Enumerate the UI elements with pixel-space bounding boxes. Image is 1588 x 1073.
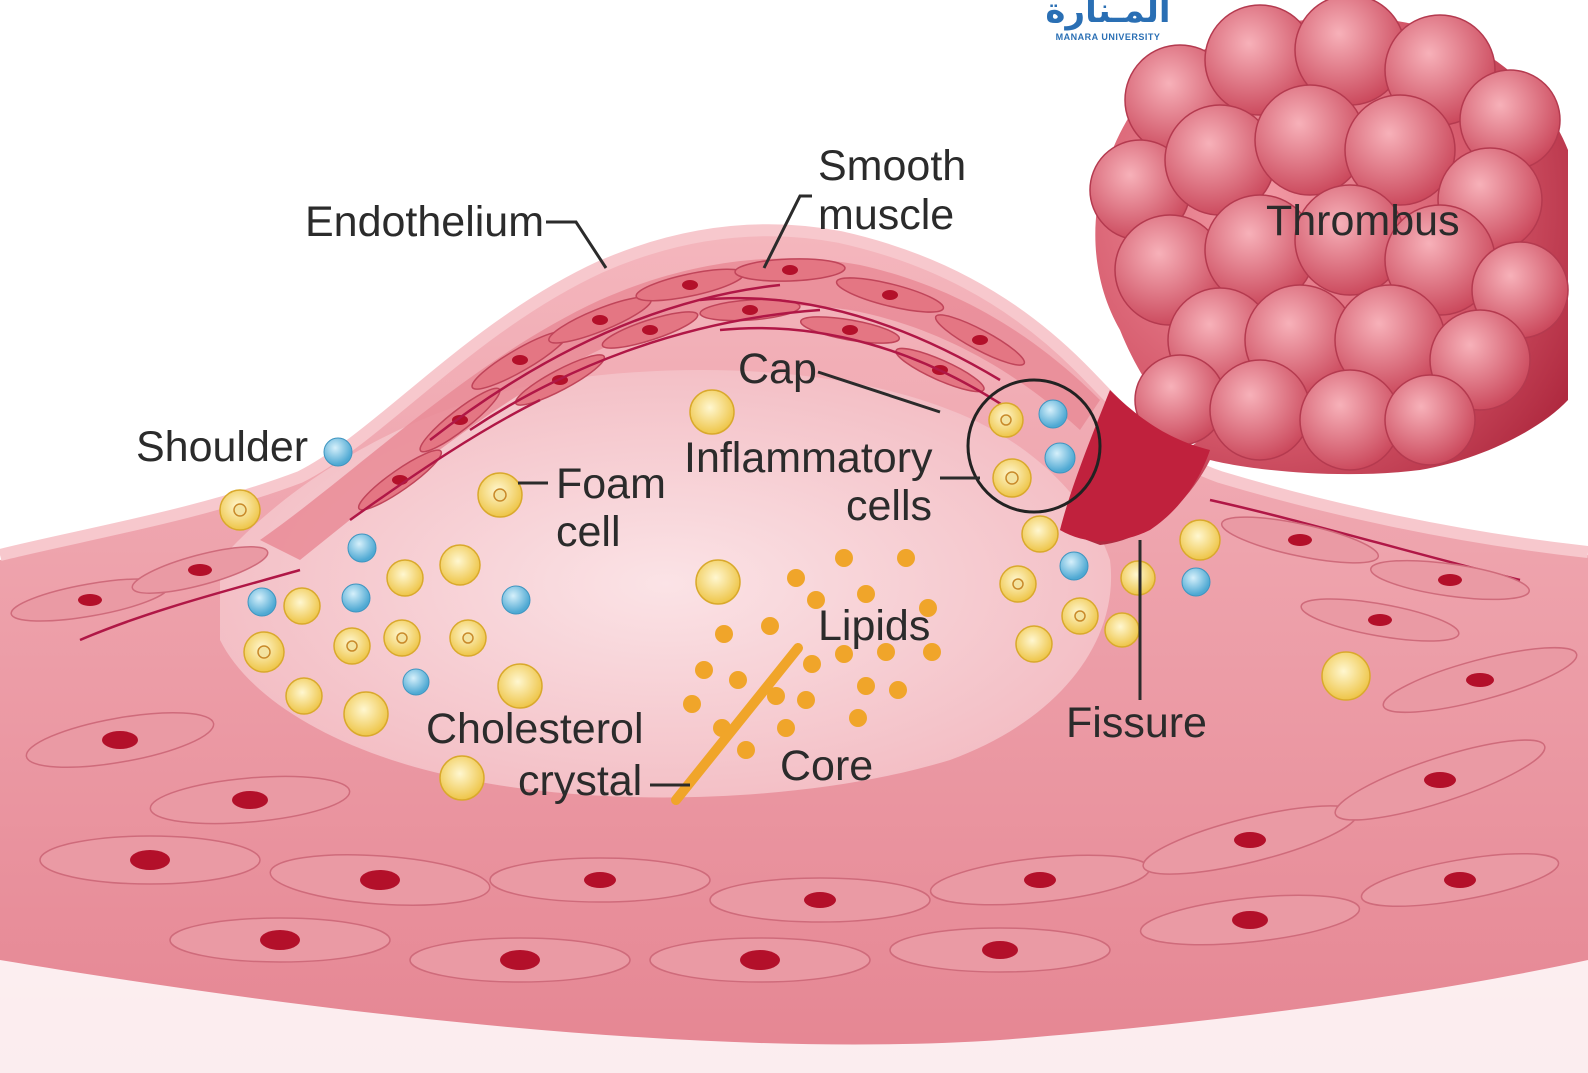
- label-inflammatory-line2: cells: [846, 482, 932, 530]
- label-shoulder: Shoulder: [136, 423, 308, 471]
- thrombus-mass: [1060, 0, 1568, 545]
- label-cholesterol-line1: Cholesterol: [426, 705, 644, 753]
- label-smooth-muscle-line1: Smooth: [818, 142, 966, 190]
- label-fissure: Fissure: [1066, 699, 1207, 747]
- label-lipids: Lipids: [818, 602, 930, 650]
- label-endothelium: Endothelium: [305, 198, 544, 246]
- label-smooth-muscle-line2: muscle: [818, 191, 954, 239]
- label-core: Core: [780, 742, 873, 790]
- label-cholesterol-line2: crystal: [518, 757, 642, 805]
- label-inflammatory-line1: Inflammatory: [684, 434, 933, 482]
- label-cap: Cap: [738, 345, 817, 393]
- label-thrombus: Thrombus: [1266, 197, 1460, 245]
- manara-university-logo: المـنارة MANARA UNIVERSITY: [1045, 0, 1170, 42]
- label-foam-line1: Foam: [556, 460, 666, 508]
- logo-english-text: MANARA UNIVERSITY: [1056, 32, 1161, 42]
- label-foam-line2: cell: [556, 508, 621, 556]
- logo-arabic-text: المـنارة: [1045, 0, 1170, 31]
